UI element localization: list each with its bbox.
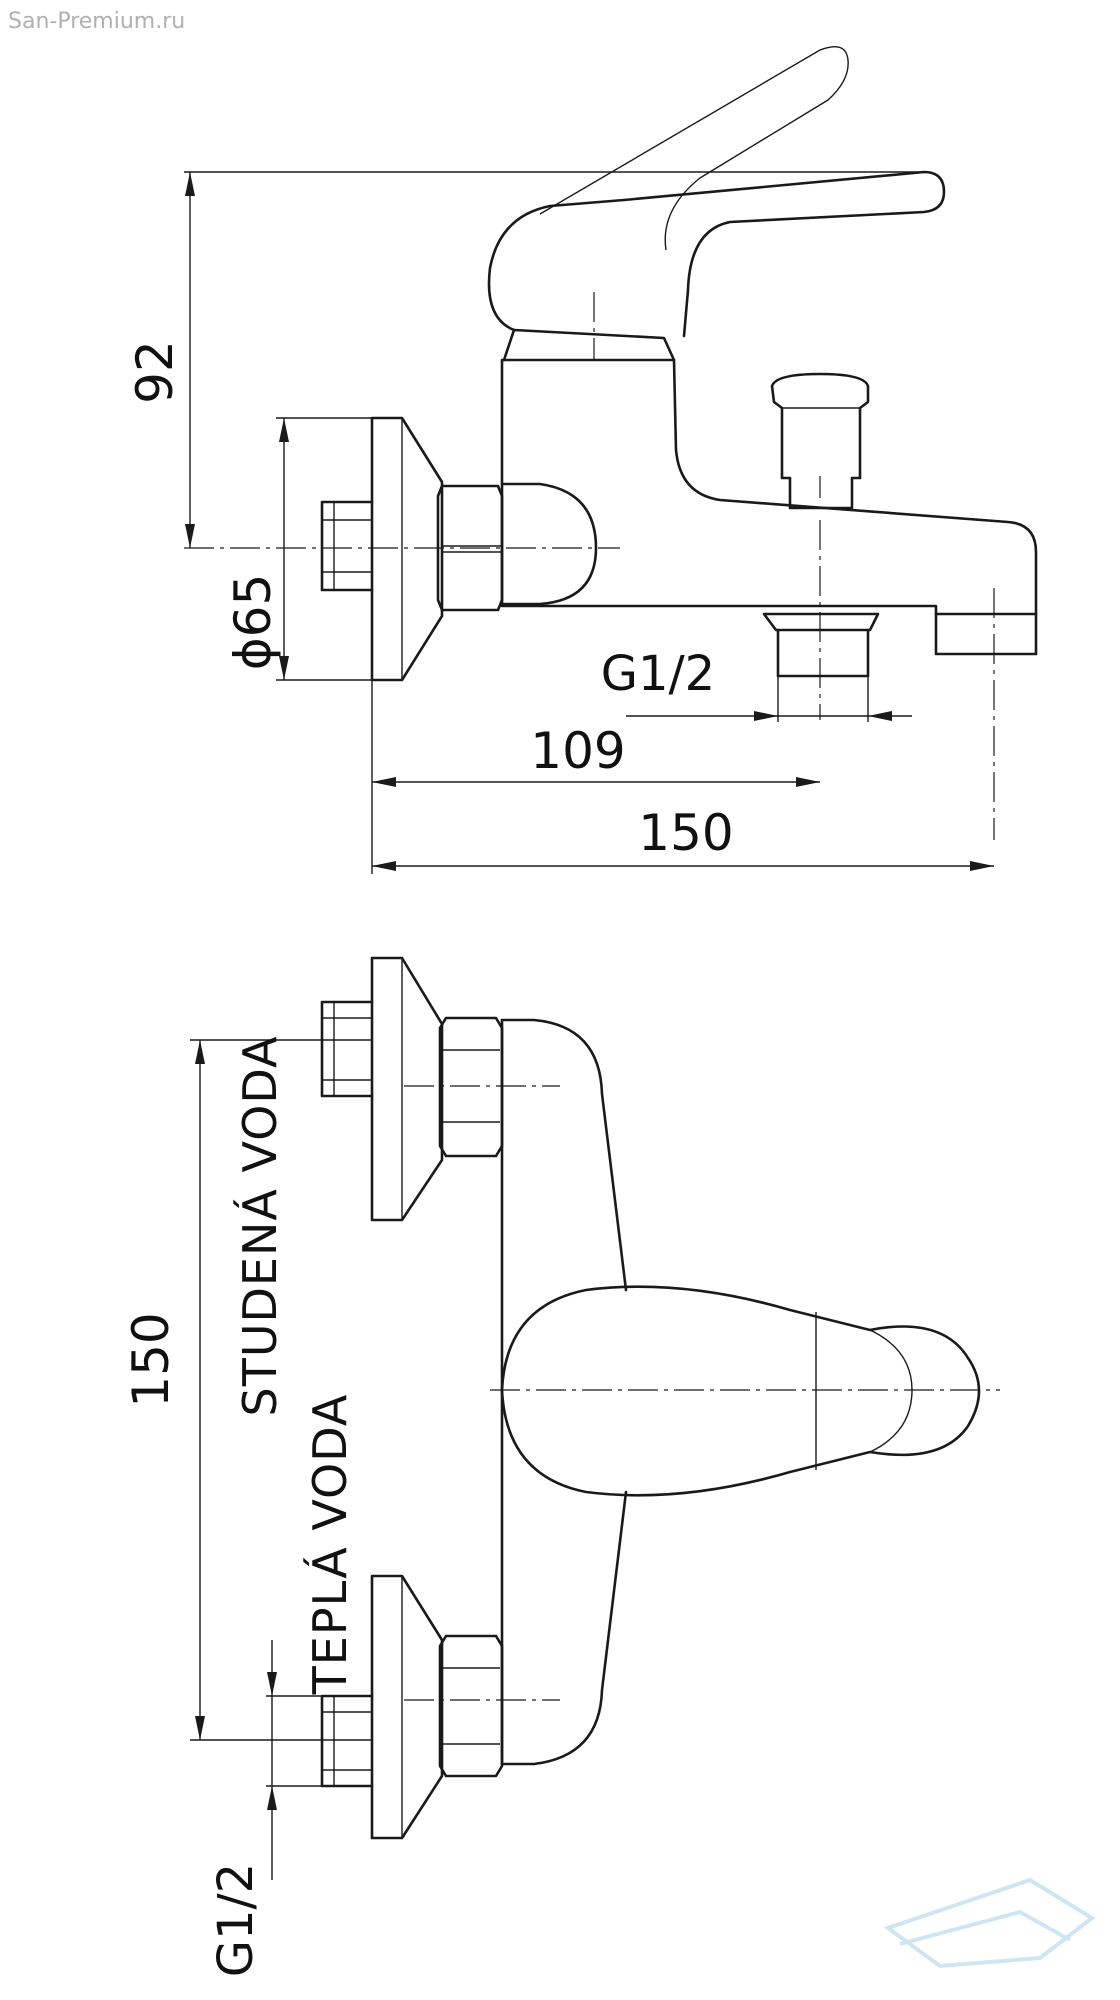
watermark-text: San-Premium.ru: [8, 9, 185, 34]
wall-flange: [370, 416, 444, 682]
body-dome: [500, 482, 598, 606]
inlet-stub: [320, 500, 374, 592]
spout-aerator: [934, 612, 1038, 656]
diverter-knob: [770, 372, 870, 510]
hot-water-label: TEPLÁ VODA: [303, 1394, 357, 1696]
hot-flange: [370, 1574, 444, 1840]
dim-thread-label: G1/2: [601, 646, 715, 702]
hot-hex-nut: [438, 1634, 504, 1778]
dim-diameter-label: ϕ65: [224, 574, 282, 671]
dim-height-label: 92: [126, 340, 184, 404]
lever-raised-position: [539, 46, 849, 251]
side-view: 92 ϕ65 G1/2 109 150: [126, 46, 1038, 874]
cold-hex-nut: [438, 1016, 504, 1158]
watermark-logo: [883, 1877, 1096, 1969]
dim-outlet-distance-label: 109: [530, 722, 625, 780]
outlet-connector: [762, 612, 880, 632]
body-collar: [502, 328, 676, 362]
top-lever-handle: [500, 1285, 981, 1497]
top-body: [500, 1018, 628, 1292]
cold-water-label: STUDENÁ VODA: [233, 1036, 287, 1417]
cold-inlet-stub: [320, 1000, 374, 1098]
lever-handle: [487, 170, 946, 338]
dim-spacing-label: 150: [122, 1312, 180, 1407]
dim-thread-top-label: G1/2: [208, 1863, 264, 1977]
dim-total-length-label: 150: [638, 804, 733, 862]
cold-flange: [370, 956, 444, 1222]
mixer-body: [500, 358, 1038, 616]
hex-nut: [436, 484, 504, 612]
hot-inlet-stub: [320, 1694, 374, 1788]
top-view: 150 STUDENÁ VODA TEPLÁ VODA G1/2: [122, 956, 1000, 1977]
